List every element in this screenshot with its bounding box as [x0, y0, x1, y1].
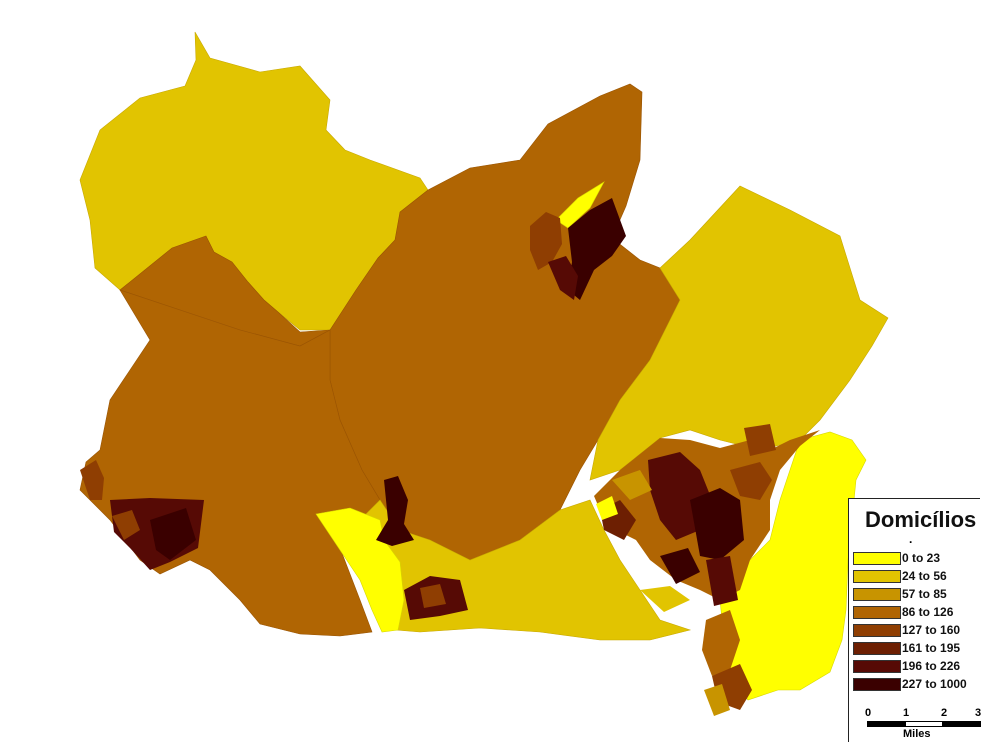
scale-tick: 2	[941, 707, 948, 719]
legend-label: 86 to 126	[902, 605, 954, 619]
legend-label: 161 to 195	[902, 641, 961, 655]
legend-label: 24 to 56	[902, 569, 947, 583]
scale-tick: 0	[865, 707, 872, 719]
legend-label: 0 to 23	[902, 551, 941, 565]
scale-bar	[867, 721, 981, 727]
cluster-west	[80, 460, 204, 570]
legend-label: 227 to 1000	[902, 677, 967, 691]
legend-row: 86 to 126	[853, 605, 953, 619]
scale-unit: Miles	[903, 728, 931, 740]
cluster-north	[530, 198, 626, 300]
scale-tick: 1	[903, 707, 910, 719]
legend-row: 161 to 195	[853, 641, 960, 655]
legend-swatch	[853, 569, 901, 583]
legend-row: 24 to 56	[853, 569, 947, 583]
legend-label: 57 to 85	[902, 587, 947, 601]
legend-swatch	[853, 677, 901, 691]
legend-title: Domicílios	[865, 507, 977, 532]
legend-swatch	[853, 659, 901, 673]
legend-swatch	[853, 587, 901, 601]
legend-swatch	[853, 605, 901, 619]
legend-label: 196 to 226	[902, 659, 961, 673]
scale-tick: 3	[975, 707, 981, 719]
region-north-patch	[555, 181, 605, 229]
map-legend: Domicílios . 0 to 23 24 to 56 57 to 85 8…	[848, 498, 981, 742]
cluster-south-tail	[702, 610, 752, 716]
legend-row: 227 to 1000	[853, 677, 967, 691]
legend-row: 0 to 23	[853, 551, 940, 565]
cluster-center-south	[376, 476, 468, 620]
legend-label: 127 to 160	[902, 623, 961, 637]
legend-row: 57 to 85	[853, 587, 947, 601]
legend-swatch	[853, 623, 901, 637]
legend-subtitle-mark: .	[909, 532, 913, 546]
region-far-east	[719, 431, 867, 701]
legend-swatch	[853, 551, 901, 565]
legend-row: 196 to 226	[853, 659, 960, 673]
cluster-east-urban	[594, 424, 820, 612]
legend-swatch	[853, 641, 901, 655]
legend-row: 127 to 160	[853, 623, 960, 637]
